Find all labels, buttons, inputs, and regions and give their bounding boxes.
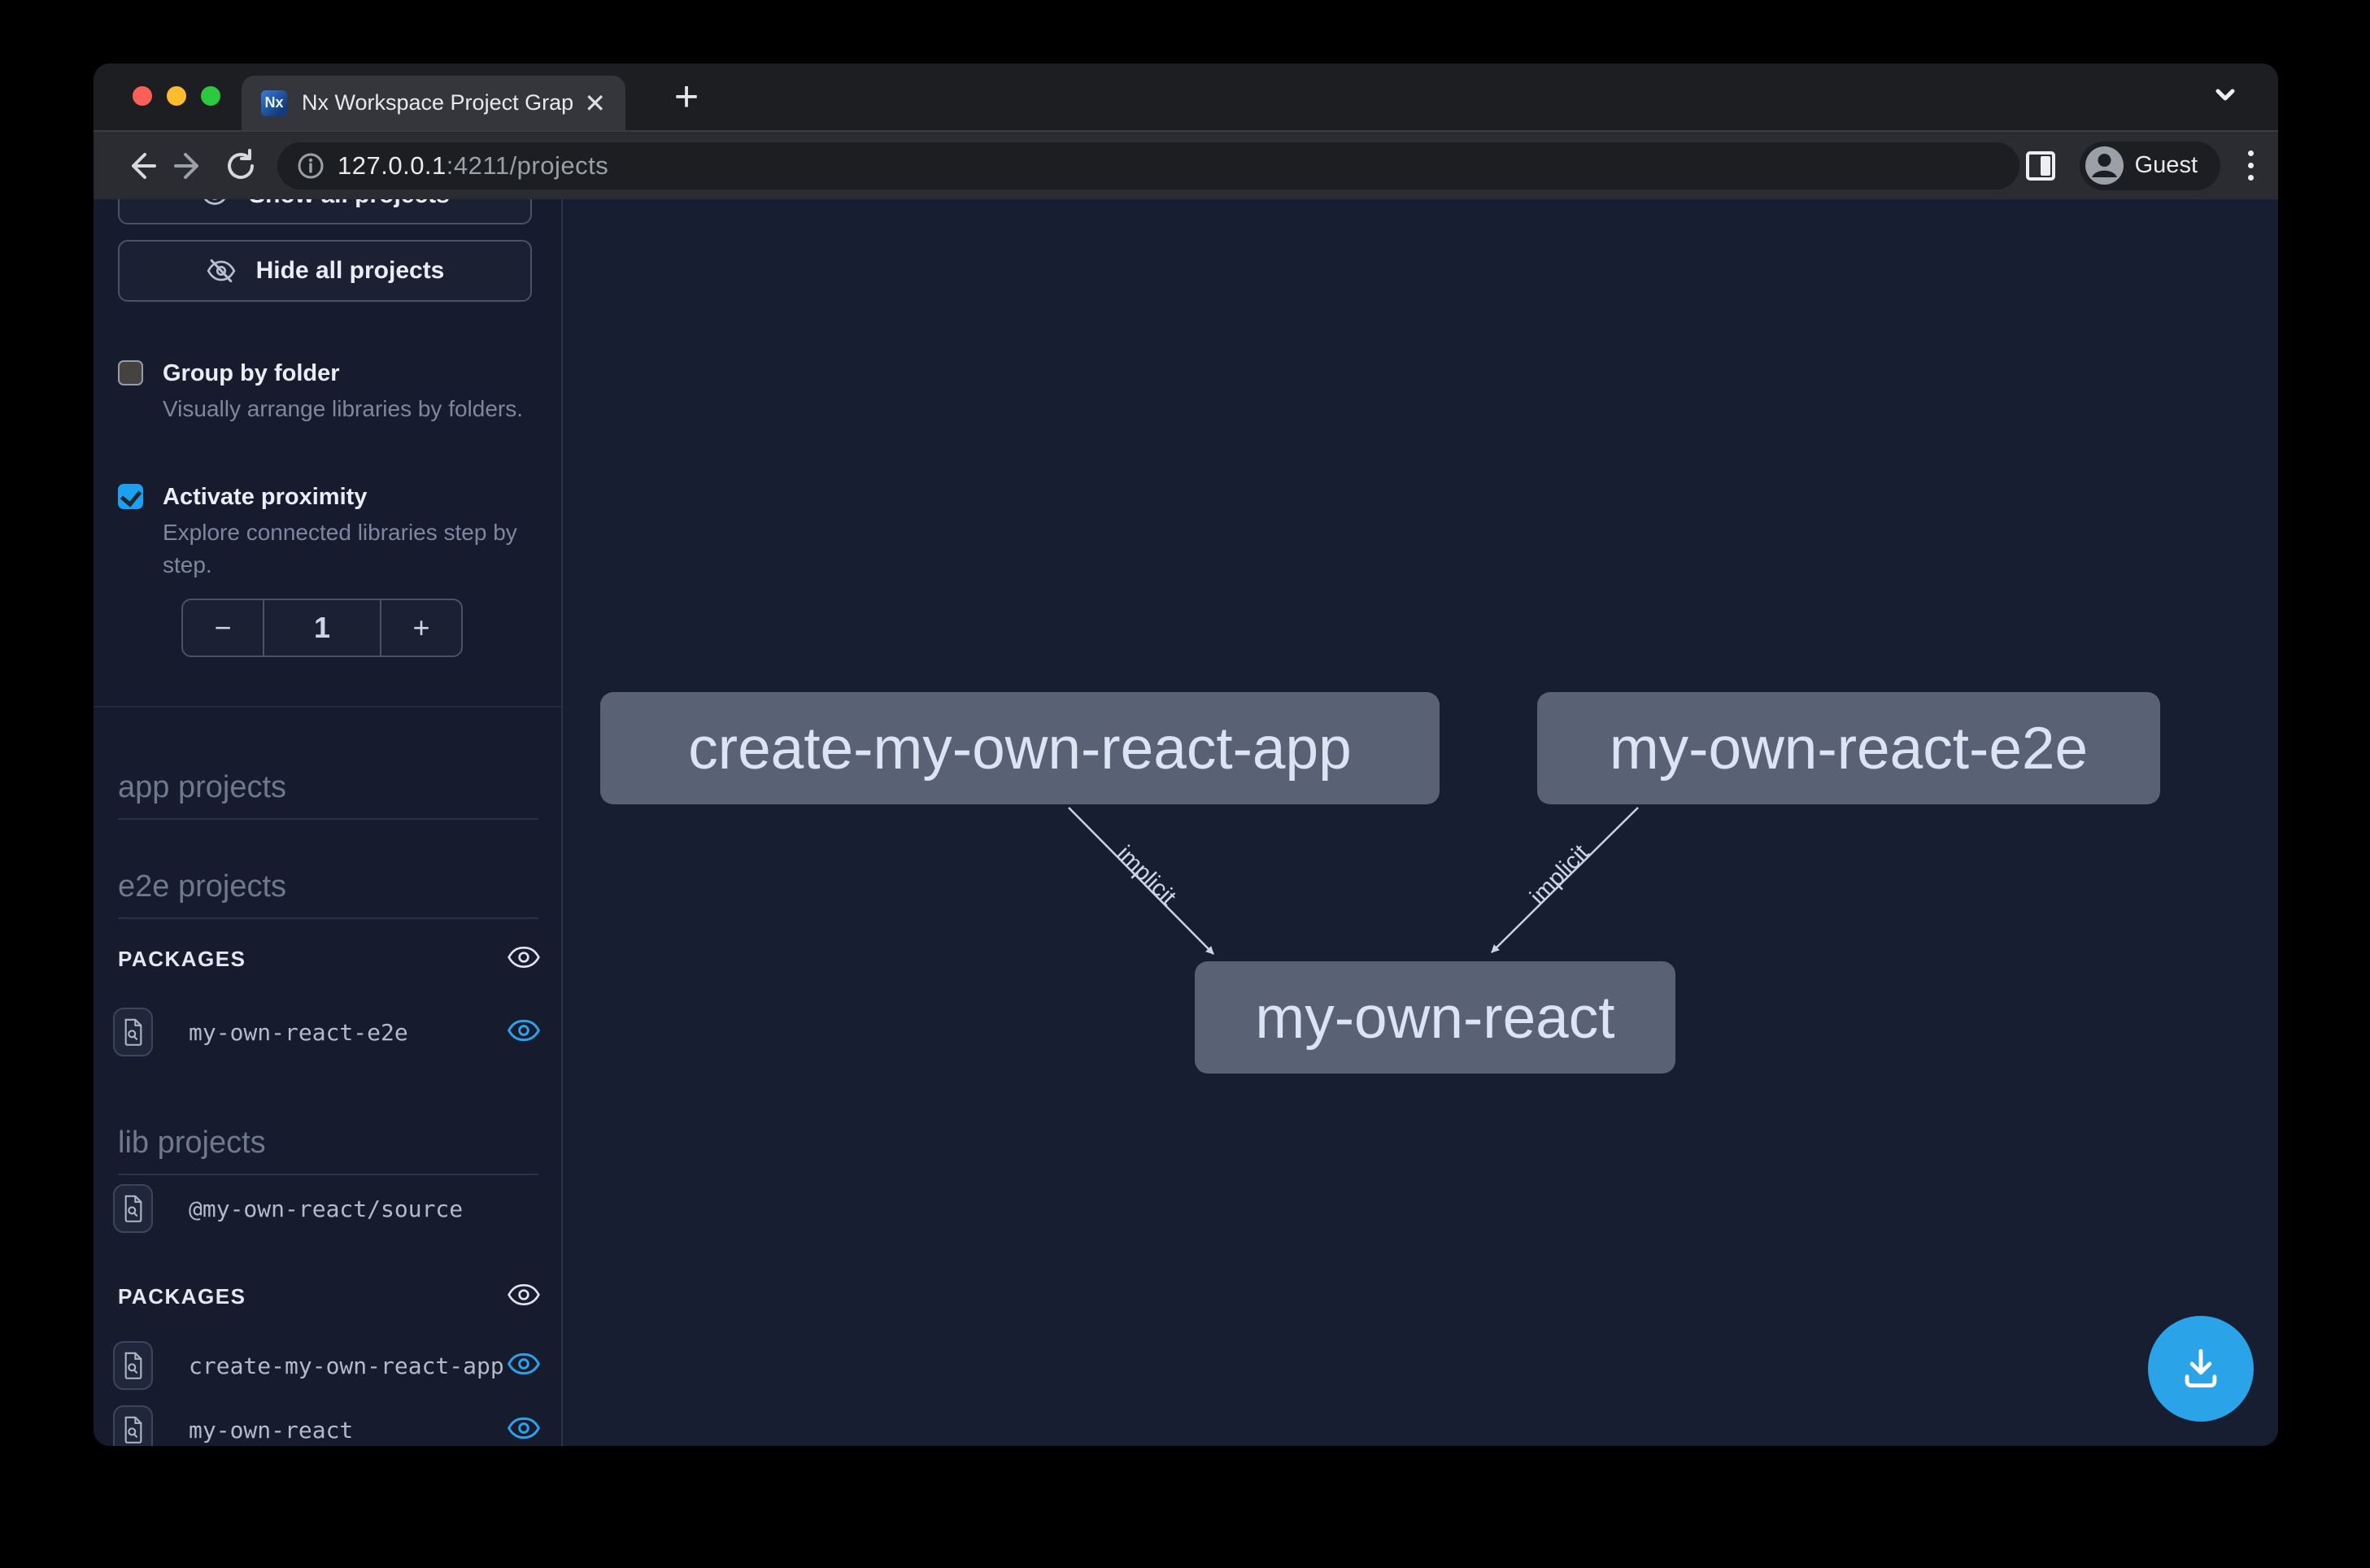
download-icon: [2177, 1345, 2224, 1392]
packages-label: PACKAGES: [118, 947, 246, 972]
app-projects-heading: app projects: [118, 770, 538, 820]
activate-proximity-label: Activate proximity: [163, 482, 530, 512]
proximity-stepper: − 1 +: [181, 599, 463, 657]
toggle-all-visibility-icon[interactable]: [508, 1283, 540, 1311]
url-bar[interactable]: 127.0.0.1:4211/projects: [277, 142, 2019, 189]
traffic-lights: [133, 86, 220, 106]
profile-button[interactable]: Guest: [2080, 142, 2220, 190]
group-by-folder-checkbox[interactable]: [118, 360, 143, 385]
project-row-my-own-react-e2e[interactable]: my-own-react-e2e: [113, 1007, 540, 1057]
info-icon[interactable]: [297, 152, 325, 180]
proximity-value: 1: [264, 600, 380, 656]
activate-proximity-option: Activate proximity Explore connected lib…: [118, 482, 525, 581]
graph-node-my-own-react-e2e[interactable]: my-own-react-e2e: [1537, 692, 2160, 804]
show-all-projects-label: Show all projects: [249, 199, 450, 209]
activate-proximity-checkbox[interactable]: [118, 484, 143, 509]
hide-all-projects-button[interactable]: Hide all projects: [118, 240, 532, 302]
e2e-projects-heading: e2e projects: [118, 869, 538, 919]
file-search-icon[interactable]: [113, 1184, 153, 1233]
reload-button[interactable]: [216, 141, 266, 191]
zoom-window-button[interactable]: [201, 86, 220, 106]
e2e-packages-header: PACKAGES: [118, 945, 540, 973]
project-graph-canvas[interactable]: implicit implicit create-my-own-react-ap…: [563, 199, 2278, 1446]
project-row-my-own-react-source[interactable]: @my-own-react/source: [113, 1183, 540, 1234]
packages-label: PACKAGES: [118, 1284, 246, 1309]
activate-proximity-description: Explore connected libraries step by step…: [163, 516, 530, 581]
graph-node-my-own-react[interactable]: my-own-react: [1195, 961, 1675, 1074]
side-panel-icon[interactable]: [2026, 151, 2055, 181]
download-graph-button[interactable]: [2148, 1316, 2254, 1422]
back-button[interactable]: [115, 141, 165, 191]
lib-projects-heading: lib projects: [118, 1126, 538, 1175]
visibility-on-icon[interactable]: [508, 1416, 540, 1444]
url-path: :4211/projects: [447, 151, 608, 180]
group-by-folder-label: Group by folder: [163, 359, 530, 388]
file-search-icon[interactable]: [113, 1008, 153, 1056]
project-name[interactable]: my-own-react-e2e: [189, 1019, 408, 1046]
browser-window: Nx Nx Workspace Project Graph ✕ + 127.0.…: [94, 63, 2278, 1446]
url-host: 127.0.0.1: [338, 151, 447, 180]
graph-node-create-my-own-react-app[interactable]: create-my-own-react-app: [600, 692, 1440, 804]
proximity-decrement-button[interactable]: −: [183, 600, 264, 656]
url-text[interactable]: 127.0.0.1:4211/projects: [338, 151, 608, 181]
forward-button[interactable]: [165, 141, 216, 191]
group-by-folder-option: Group by folder Visually arrange librari…: [118, 359, 525, 425]
file-search-icon[interactable]: [113, 1405, 153, 1446]
tab-strip: Nx Nx Workspace Project Graph ✕ +: [94, 63, 2278, 130]
show-all-projects-button[interactable]: Show all projects: [118, 199, 532, 224]
file-search-icon[interactable]: [113, 1341, 153, 1390]
tab-title: Nx Workspace Project Graph: [302, 90, 573, 115]
lib-packages-header: PACKAGES: [118, 1283, 540, 1311]
sidebar-divider: [94, 706, 563, 708]
tab-close-icon[interactable]: ✕: [584, 90, 606, 116]
browser-toolbar: 127.0.0.1:4211/projects Guest: [94, 130, 2278, 199]
chevron-down-icon[interactable]: [2211, 85, 2239, 110]
eye-icon: [200, 199, 229, 210]
nx-favicon: Nx: [261, 90, 287, 116]
proximity-increment-button[interactable]: +: [380, 600, 461, 656]
project-row-my-own-react[interactable]: my-own-react: [113, 1405, 540, 1446]
new-tab-button[interactable]: +: [663, 73, 710, 120]
minimize-window-button[interactable]: [167, 86, 186, 106]
browser-tab[interactable]: Nx Nx Workspace Project Graph ✕: [242, 76, 625, 130]
visibility-on-icon[interactable]: [508, 1018, 540, 1047]
toggle-all-visibility-icon[interactable]: [508, 945, 540, 973]
edge-label-implicit: implicit: [1112, 841, 1181, 910]
sidebar: Show all projects Hide all projects Grou…: [94, 199, 563, 1446]
profile-name: Guest: [2135, 152, 2198, 179]
edge-label-implicit: implicit: [1525, 840, 1594, 910]
graph-edges: implicit implicit: [563, 199, 2278, 1446]
project-name[interactable]: create-my-own-react-app: [189, 1352, 504, 1379]
close-window-button[interactable]: [133, 86, 152, 106]
hide-all-projects-label: Hide all projects: [256, 257, 445, 285]
project-row-create-my-own-react-app[interactable]: create-my-own-react-app: [113, 1340, 540, 1391]
eye-off-icon: [206, 255, 237, 286]
avatar: [2085, 146, 2124, 185]
project-name[interactable]: @my-own-react/source: [189, 1196, 463, 1222]
visibility-on-icon[interactable]: [508, 1352, 540, 1380]
group-by-folder-description: Visually arrange libraries by folders.: [163, 393, 530, 425]
project-name[interactable]: my-own-react: [189, 1417, 353, 1444]
browser-menu-icon[interactable]: [2245, 147, 2257, 184]
